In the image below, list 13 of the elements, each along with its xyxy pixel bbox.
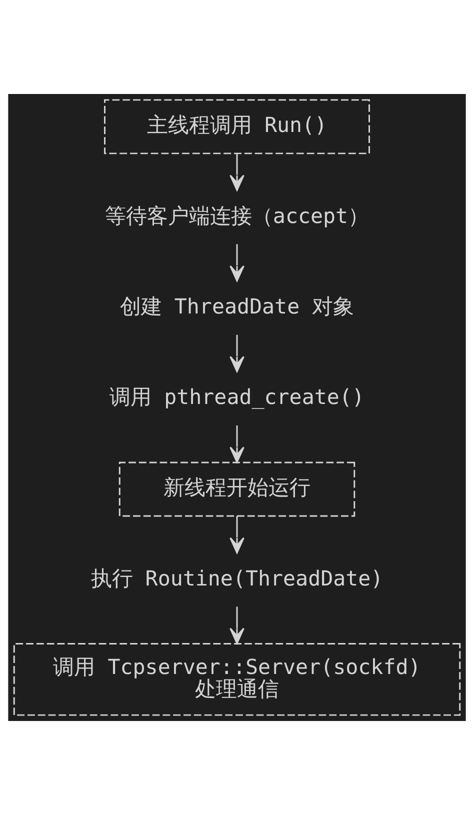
- arrow: [230, 425, 244, 463]
- arrow: [230, 244, 244, 282]
- node-box: 调用 Tcpserver::Server(sockfd) 处理通信: [13, 643, 461, 716]
- arrow: [230, 516, 244, 554]
- arrow: [230, 334, 244, 372]
- node-text: 创建 ThreadDate 对象: [120, 294, 354, 318]
- node-text: 调用 pthread_create(): [110, 385, 364, 410]
- node-text: 等待客户端连接（accept）: [104, 204, 370, 228]
- node-text: 执行 Routine(ThreadDate): [90, 566, 384, 590]
- node-box: 新线程开始运行: [118, 462, 356, 517]
- node-box: 主线程调用 Run(): [104, 99, 370, 154]
- arrow: [230, 606, 244, 644]
- arrow: [230, 154, 244, 191]
